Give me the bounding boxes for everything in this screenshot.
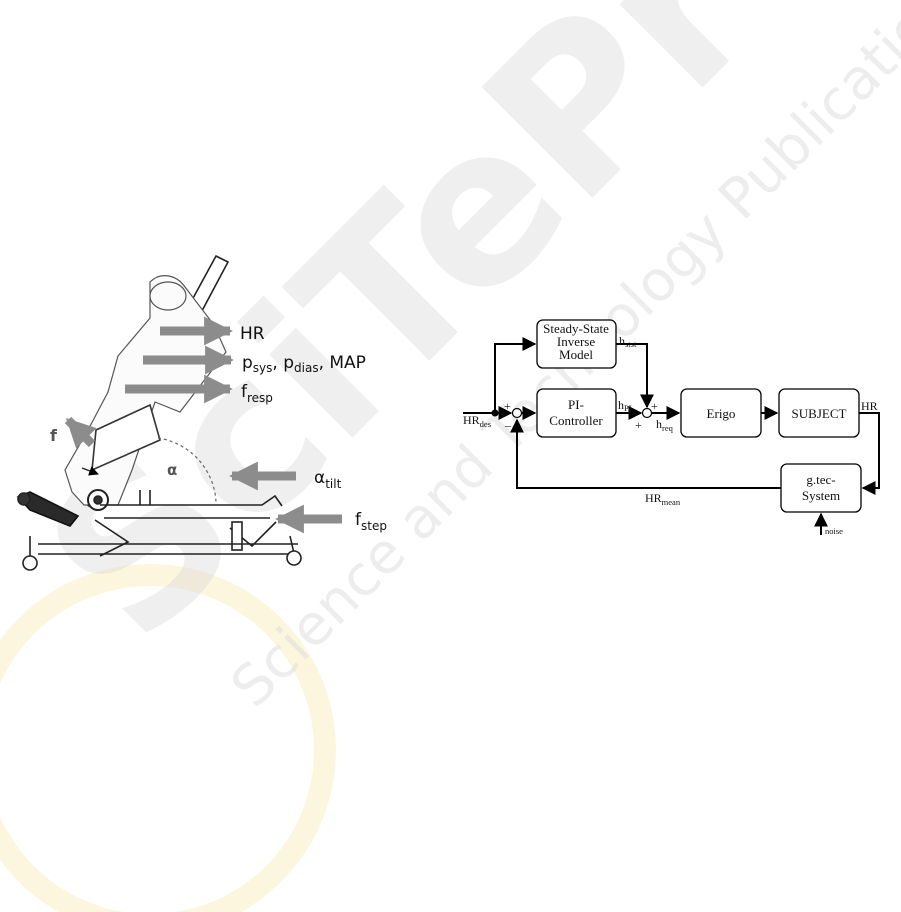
patient-head bbox=[150, 282, 186, 310]
erigo-label: Erigo bbox=[707, 406, 736, 421]
p-dias-sub: dias bbox=[294, 361, 319, 375]
hr-des-main: HR bbox=[463, 413, 480, 427]
p-dias-main: , p bbox=[272, 353, 294, 373]
hr-label: HR bbox=[240, 324, 265, 344]
step-label: fstep bbox=[355, 510, 387, 533]
h-stst-label: hstst bbox=[619, 334, 637, 349]
legs bbox=[30, 536, 296, 562]
hr-mean-sub: mean bbox=[662, 497, 681, 507]
actuator bbox=[232, 522, 242, 550]
h-stst-sub: stst bbox=[625, 339, 637, 349]
pi-controller-block: PI- Controller bbox=[537, 389, 616, 437]
gtec-line2: System bbox=[802, 488, 840, 503]
control-block-diagram: Steady-State Inverse Model PI- Controlle… bbox=[463, 320, 879, 536]
noise-label: noise bbox=[825, 526, 843, 536]
f-step-sub: step bbox=[361, 519, 387, 533]
alpha-label: α bbox=[167, 461, 177, 479]
hinge-hub bbox=[94, 496, 102, 504]
alpha-tilt-sub: tilt bbox=[325, 477, 341, 491]
caster-right bbox=[287, 551, 301, 565]
gtec-line1: g.tec- bbox=[806, 472, 835, 487]
h-pi-sub: PI bbox=[624, 403, 632, 413]
subject-to-gtec-line bbox=[859, 413, 879, 488]
hr-mean-label: HRmean bbox=[645, 491, 681, 507]
pi-controller-line2: Controller bbox=[549, 413, 603, 428]
hr-des-sub: des bbox=[480, 419, 491, 429]
hr-mean-main: HR bbox=[645, 491, 662, 505]
p-sys-sub: sys bbox=[253, 361, 273, 375]
scissor-arms bbox=[95, 520, 276, 556]
caster-left bbox=[23, 556, 37, 570]
sum1-minus-sign: – bbox=[504, 418, 512, 432]
table-bracket bbox=[140, 490, 150, 505]
pi-controller-line1: PI- bbox=[568, 397, 584, 412]
resp-label: fresp bbox=[241, 382, 273, 405]
subject-label: SUBJECT bbox=[792, 406, 847, 421]
pressure-label: psys, pdias, MAP bbox=[242, 353, 366, 375]
h-req-sub: req bbox=[662, 423, 674, 433]
sum2-plus-top-sign: + bbox=[651, 399, 658, 413]
h-pi-label: hPI bbox=[618, 398, 632, 413]
feedforward-line bbox=[495, 344, 535, 413]
sum2-plus-bottom-sign: + bbox=[635, 418, 642, 432]
alpha-tilt-main: α bbox=[314, 468, 325, 488]
p-sys-main: p bbox=[242, 353, 253, 373]
tilt-table-illustration bbox=[18, 256, 301, 570]
hr-des-label: HRdes bbox=[463, 413, 491, 429]
tilt-label: αtilt bbox=[314, 468, 342, 491]
force-label: f bbox=[50, 426, 58, 445]
f-resp-sub: resp bbox=[247, 391, 273, 405]
subject-block: SUBJECT bbox=[779, 389, 859, 437]
inverse-model-block: Steady-State Inverse Model bbox=[537, 320, 616, 368]
inverse-model-line3: Model bbox=[559, 347, 593, 362]
sum-junction-1 bbox=[513, 409, 522, 418]
sum1-plus-sign: + bbox=[504, 399, 511, 413]
hr-out-label: HR bbox=[861, 399, 878, 413]
gtec-block: g.tec- System bbox=[781, 464, 861, 512]
h-req-label: hreq bbox=[656, 417, 674, 433]
erigo-block: Erigo bbox=[681, 389, 761, 437]
table-top bbox=[100, 496, 282, 506]
foot-ankle bbox=[18, 493, 30, 505]
map-main: , MAP bbox=[319, 353, 366, 373]
base-rails bbox=[38, 544, 298, 554]
